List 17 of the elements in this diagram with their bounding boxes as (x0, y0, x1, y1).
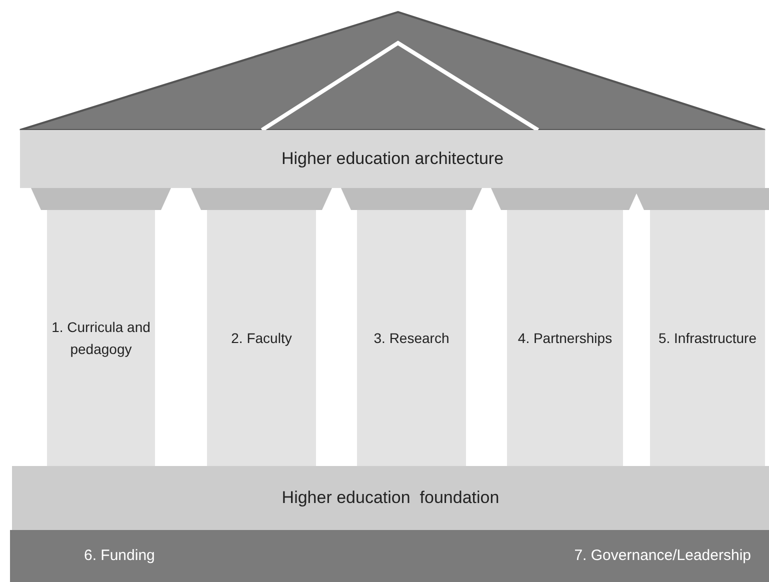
pillar (650, 210, 765, 466)
pillar-label: 2. Faculty (231, 328, 292, 348)
pillar-label: 3. Research (374, 328, 450, 348)
foundation-band (12, 466, 769, 530)
pillar-label: 5. Infrastructure (658, 328, 757, 348)
band-title: Higher education foundation (282, 487, 500, 510)
base-label: 6. Funding (84, 546, 155, 566)
pillar (207, 210, 316, 466)
band-title: Higher education architecture (281, 148, 504, 170)
pillar (47, 210, 155, 466)
pillar (507, 210, 623, 466)
pillar (357, 210, 466, 466)
pillar-label: 4. Partnerships (518, 328, 612, 348)
pillar-label: 1. Curricula and pedagogy (51, 318, 151, 359)
base-band (10, 530, 769, 582)
architrave-band (20, 130, 765, 188)
base-label: 7. Governance/Leadership (574, 546, 751, 566)
